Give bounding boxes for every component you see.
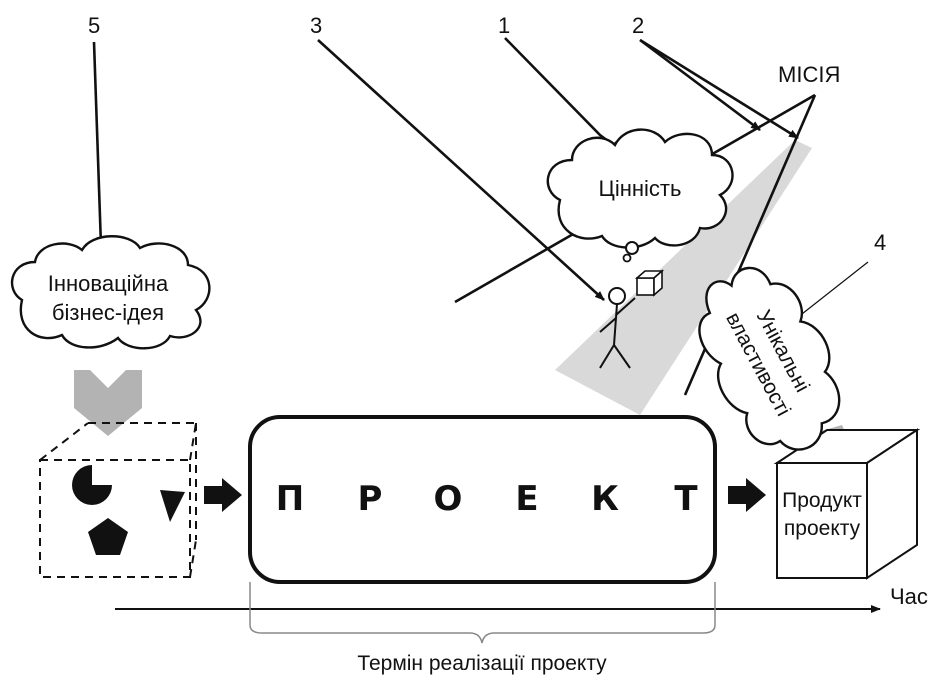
leader-arrow-3 [317, 39, 605, 301]
small-cube-icon [634, 269, 665, 297]
idea-label-line1: Інноваційна [48, 271, 169, 296]
project-letter-4: Е [515, 479, 538, 519]
value-label: Цінність [599, 176, 682, 201]
project-letter-1: П [276, 479, 304, 519]
triangle-shape-icon [160, 490, 185, 522]
product-label-line2: проекту [784, 517, 861, 540]
label-number-1: 1 [498, 13, 510, 38]
label-number-4: 4 [874, 230, 886, 255]
flow-arrow-2 [728, 478, 766, 512]
idea-label-line2: бізнес-ідея [52, 300, 164, 325]
mission-label: МІСІЯ [778, 62, 840, 87]
mission-beam [555, 140, 812, 415]
leader-arrow-5 [92, 41, 105, 247]
person-figure [599, 287, 636, 369]
value-cloud: Цінність [546, 128, 734, 263]
project-box [248, 415, 717, 584]
idea-box [39, 422, 197, 578]
term-label: Термін реалізації проекту [357, 652, 607, 675]
project-letter-2: Р [358, 479, 383, 519]
unique-cloud: Унікальні властивості [698, 266, 841, 451]
project-letter-5: К [591, 479, 619, 519]
idea-cloud: Інноваційна бізнес-ідея [10, 235, 211, 350]
idea-chevron [74, 370, 142, 436]
label-number-3: 3 [310, 13, 322, 38]
pie-shape-icon [72, 465, 112, 505]
project-letter-6: Т [674, 479, 698, 519]
leader-arrow-1 [504, 37, 621, 152]
label-number-5: 5 [88, 13, 100, 38]
term-brace [249, 582, 716, 644]
leader-arrow-2b [639, 38, 799, 140]
label-number-2: 2 [632, 13, 644, 38]
time-axis-label: Час [890, 584, 928, 609]
project-letter-3: О [434, 479, 463, 519]
leader-arrow-2a [639, 38, 761, 132]
flow-arrow-1 [204, 478, 242, 512]
product-cube [773, 428, 921, 580]
pentagon-shape-icon [88, 518, 128, 555]
product-label-line1: Продукт [782, 489, 862, 512]
